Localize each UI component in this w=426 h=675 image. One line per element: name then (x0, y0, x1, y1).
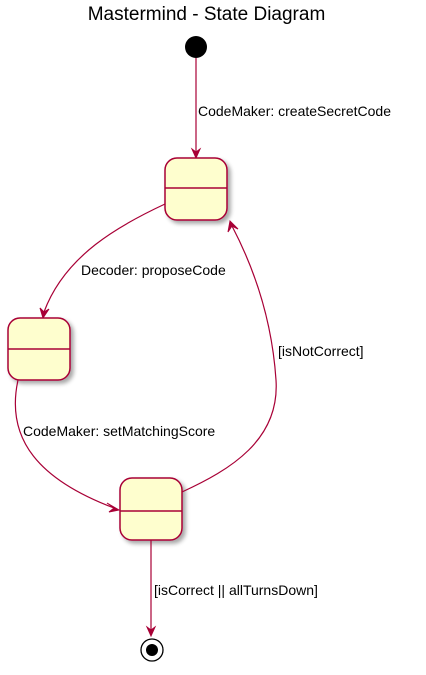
transition-is-not-correct: [isNotCorrect] (181, 219, 364, 493)
state-2 (7, 317, 71, 381)
final-node (140, 638, 164, 662)
state-3 (119, 477, 183, 541)
transition-create-secret-code: CodeMaker: createSecretCode (190, 58, 391, 160)
transition-is-correct: [isCorrect || allTurnsDown] (145, 540, 318, 638)
transition-set-matching-score: CodeMaker: setMatchingScore (14, 379, 215, 513)
initial-node (185, 36, 207, 58)
transition-label-is-not-correct: [isNotCorrect] (278, 343, 364, 359)
transition-label-propose-code: Decoder: proposeCode (81, 262, 226, 278)
transition-label-create-secret-code: CodeMaker: createSecretCode (198, 103, 391, 119)
transition-label-set-matching-score: CodeMaker: setMatchingScore (23, 423, 215, 439)
diagram-title: Mastermind - State Diagram (87, 4, 326, 25)
state-1 (164, 157, 228, 221)
transition-label-is-correct: [isCorrect || allTurnsDown] (154, 582, 318, 598)
transition-propose-code: Decoder: proposeCode (39, 203, 226, 320)
